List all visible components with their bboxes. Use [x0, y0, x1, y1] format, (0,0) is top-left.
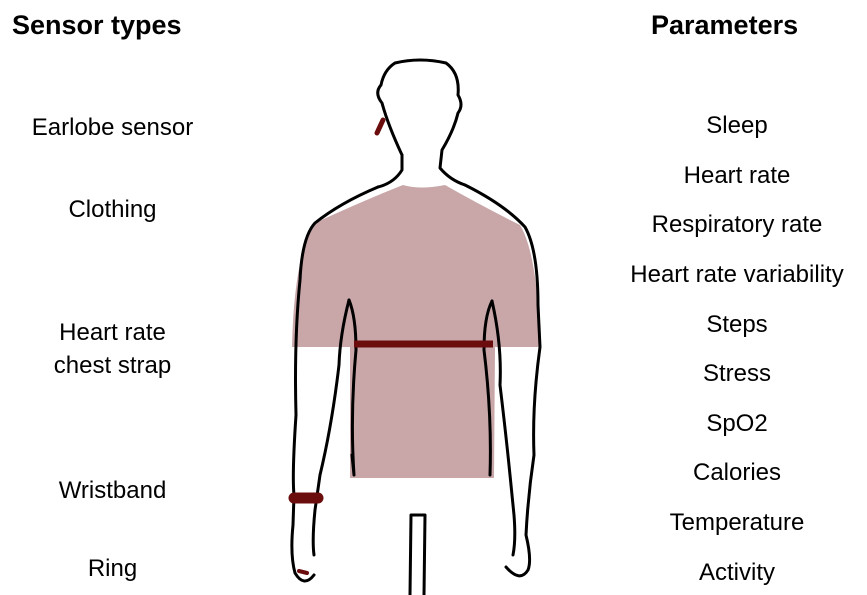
sensor-earlobe-sensor: Earlobe sensor	[0, 111, 225, 144]
parameter-calories: Calories	[607, 456, 867, 489]
parameter-activity: Activity	[607, 556, 867, 589]
earlobe-sensor	[377, 120, 383, 133]
neck-outline	[378, 155, 402, 187]
parameter-temperature: Temperature	[607, 506, 867, 539]
ring-sensor	[299, 571, 307, 573]
parameter-heart-rate-variability: Heart rate variability	[607, 258, 867, 291]
parameter-steps: Steps	[607, 308, 867, 341]
sensor-clothing: Clothing	[0, 193, 225, 226]
body-figure	[270, 55, 570, 595]
legs-outline	[410, 515, 425, 595]
head-outline	[378, 60, 465, 185]
parameter-sleep: Sleep	[607, 109, 867, 142]
sensor-ring: Ring	[0, 552, 225, 585]
sensor-wristband: Wristband	[0, 474, 225, 507]
parameter-heart-rate: Heart rate	[607, 159, 867, 192]
parameter-spo2: SpO2	[607, 407, 867, 440]
parameter-respiratory-rate: Respiratory rate	[607, 208, 867, 241]
parameter-stress: Stress	[607, 357, 867, 390]
